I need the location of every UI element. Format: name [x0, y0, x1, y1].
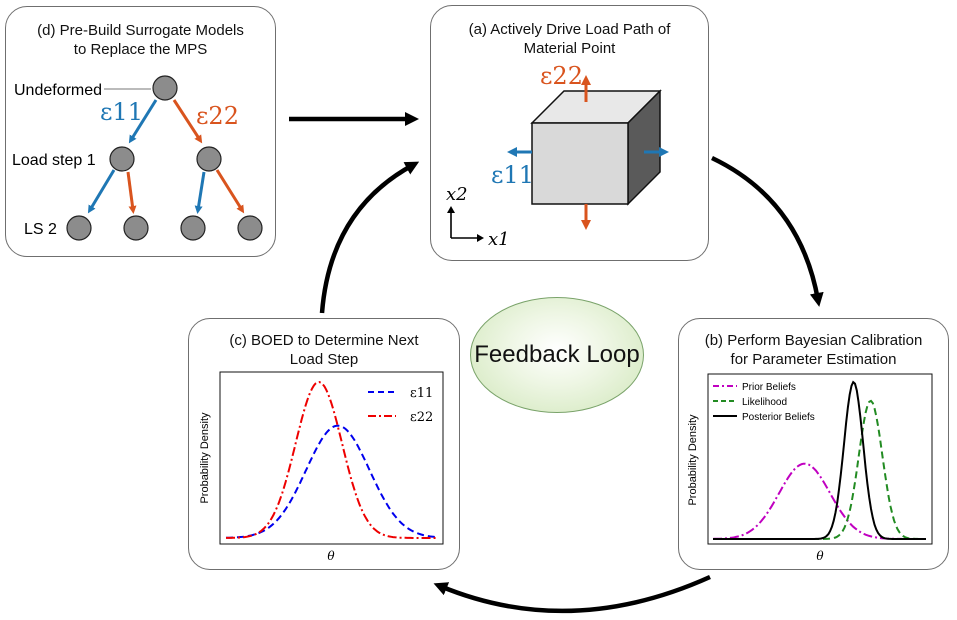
arrow-a-to-b — [711, 155, 824, 307]
panel-c-title-line1: (c) BOED to Determine Next — [229, 332, 419, 349]
chart-c-xlabel: θ — [327, 549, 335, 563]
chart-b-legend-likelihood: Likelihood — [742, 397, 787, 408]
panel-d-surrogate-models: (d) Pre-Build Surrogate Models to Replac… — [5, 6, 276, 257]
tree-eps22-label: ε22 — [196, 102, 239, 130]
chart-b-frame — [707, 373, 933, 545]
feedback-loop-ellipse: Feedback Loop — [470, 297, 644, 413]
chart-b-series-2 — [713, 380, 926, 540]
axis-x2-label: x2 — [446, 184, 468, 205]
panel-c-title: (c) BOED to Determine Next Load Step — [189, 331, 459, 369]
chart-c-frame — [219, 371, 444, 545]
panel-b-title-line2: for Parameter Estimation — [730, 351, 897, 368]
edge-l1-ll — [87, 169, 116, 214]
edge-r1-rl — [194, 171, 206, 214]
chart-b-ylabel: Probability Density — [687, 414, 699, 506]
chart-c-ylabel: Probability Density — [199, 412, 211, 504]
panel-b-title: (b) Perform Bayesian Calibration for Par… — [679, 331, 948, 369]
panel-a-title: (a) Actively Drive Load Path of Material… — [431, 20, 708, 58]
edge-l1-lr — [126, 171, 137, 214]
label-ls2: LS 2 — [24, 221, 57, 238]
cube-eps11-label: ε11 — [491, 161, 534, 189]
chart-c-legend-eps11: ε11 — [410, 386, 433, 401]
node-step1-right — [196, 146, 222, 172]
cube-front-face — [531, 122, 629, 205]
panel-b-bayesian: (b) Perform Bayesian Calibration for Par… — [678, 318, 949, 570]
node-undeformed — [152, 75, 178, 101]
edge-r1-rr — [215, 169, 245, 214]
label-undeformed: Undeformed — [14, 82, 102, 99]
edge-root-right — [172, 99, 203, 144]
arrow-c-to-a — [319, 161, 420, 314]
panel-a-title-line2: Material Point — [523, 40, 616, 57]
node-ls2-2 — [123, 215, 149, 241]
arrow-b-to-c — [433, 574, 711, 614]
chart-c-legend-eps22: ε22 — [410, 410, 433, 425]
axis-x1-arrowhead — [477, 234, 484, 242]
tree-eps11-label: ε11 — [100, 98, 143, 126]
cube-eps22-label: ε22 — [540, 62, 583, 90]
chart-b-legend-prior: Prior Beliefs — [742, 382, 796, 393]
panel-d-title: (d) Pre-Build Surrogate Models to Replac… — [6, 21, 275, 59]
panel-c-title-line2: Load Step — [289, 351, 359, 368]
axis-x1-label: x1 — [488, 229, 510, 250]
node-step1-left — [109, 146, 135, 172]
node-ls2-3 — [180, 215, 206, 241]
panel-a-title-line1: (a) Actively Drive Load Path of — [468, 21, 671, 38]
chart-c-series-1 — [226, 380, 437, 539]
panel-c-boed: (c) BOED to Determine Next Load Step — [188, 318, 460, 570]
node-ls2-1 — [66, 215, 92, 241]
edge-root-left — [128, 99, 158, 144]
node-ls2-4 — [237, 215, 263, 241]
chart-b-legend-posterior: Posterior Beliefs — [742, 412, 815, 423]
label-load-step-1: Load step 1 — [12, 152, 96, 169]
panel-d-title-line2: to Replace the MPS — [73, 41, 208, 58]
panel-b-title-line1: (b) Perform Bayesian Calibration — [704, 332, 923, 349]
chart-b-xlabel: θ — [816, 549, 824, 563]
chart-b-series-0 — [712, 462, 926, 540]
axis-x2-arrowhead — [447, 206, 455, 213]
feedback-loop-label: Feedback Loop — [474, 341, 640, 368]
panel-d-title-line1: (d) Pre-Build Surrogate Models — [37, 22, 244, 39]
